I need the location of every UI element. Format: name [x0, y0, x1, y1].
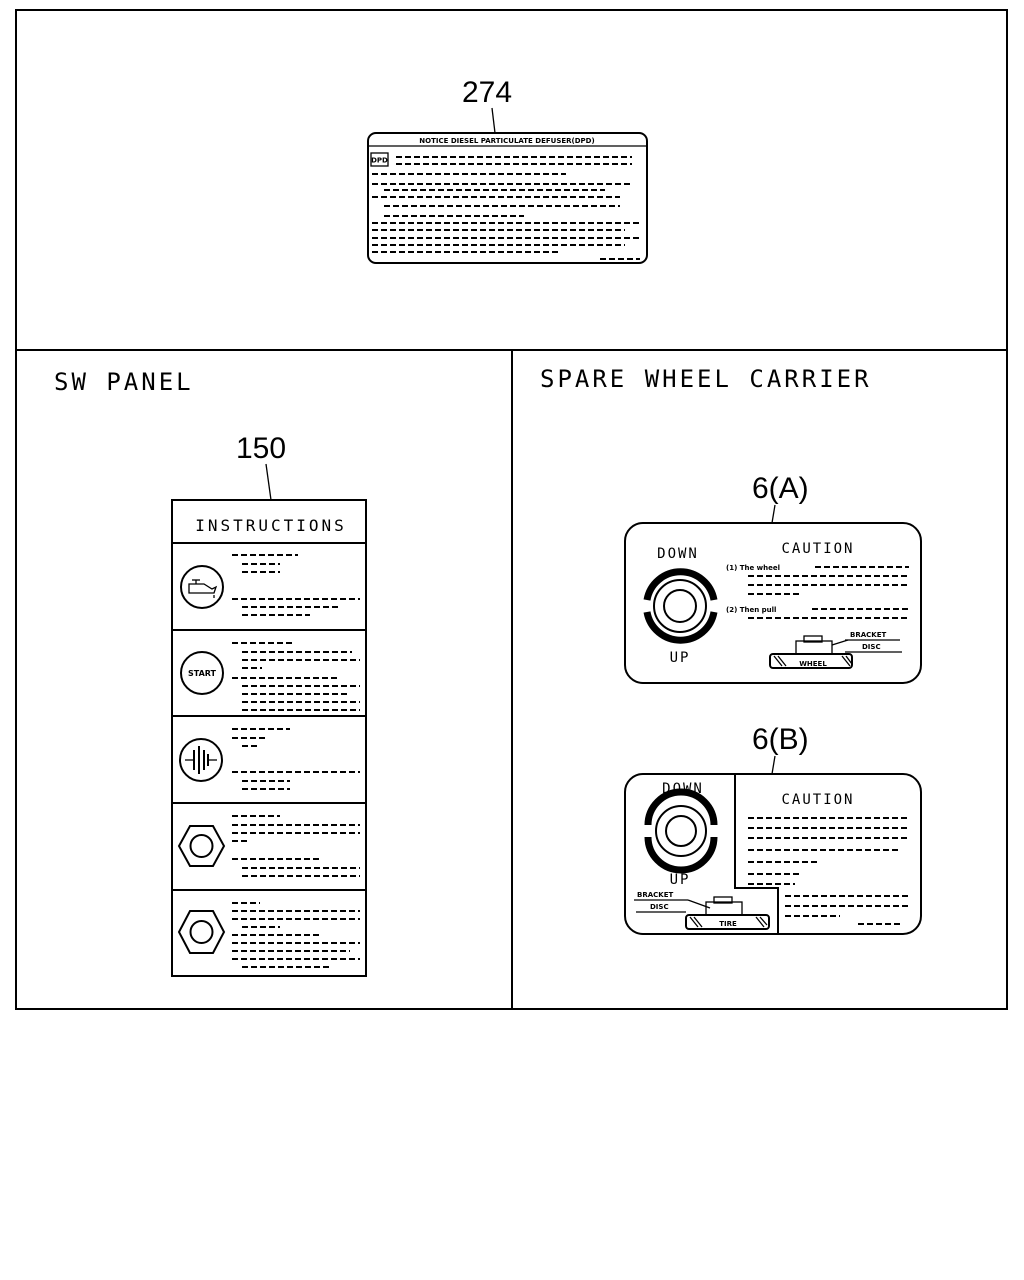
- instructions-title: INSTRUCTIONS: [195, 516, 347, 535]
- glow-text-lines: [232, 728, 360, 790]
- label-b-tire: TIRE: [719, 920, 737, 928]
- hex1-text-lines: [232, 815, 360, 877]
- dpd-icon: [370, 152, 389, 167]
- label-b-text-lines: [748, 817, 909, 925]
- start-icon-text: START: [188, 669, 217, 678]
- sw-panel-heading: SW PANEL: [54, 368, 194, 396]
- label-a-wheel: WHEEL: [799, 660, 827, 668]
- label-b-up: UP: [670, 872, 691, 888]
- glow-plug-icon: [179, 738, 223, 782]
- winch-rotation-icon-a: [643, 568, 718, 644]
- top-panel: 274 NOTICE DIESEL PARTICULATE DEFUSER(DP…: [367, 76, 648, 264]
- caution-label-b: [624, 773, 922, 935]
- sw-panel: SW PANEL 150 INSTRUCTIONS STAR: [54, 368, 367, 977]
- callout-6a: 6(A): [752, 472, 809, 505]
- label-b-divider: [734, 774, 779, 934]
- start-text-lines: [232, 642, 360, 711]
- leader-150: [265, 463, 272, 501]
- hex2-text-lines: [232, 902, 360, 968]
- label-a-up: UP: [670, 650, 691, 666]
- label-a-line1: (1) The wheel: [726, 564, 780, 572]
- label-a-caution: CAUTION: [781, 541, 854, 557]
- caution-label-a: [624, 522, 922, 684]
- bracket-tire-illustration-b: TIRE BRACKET DISC: [634, 891, 770, 930]
- spare-wheel-heading: SPARE WHEEL CARRIER: [540, 365, 872, 393]
- dpd-text-lines: [372, 156, 640, 260]
- winch-rotation-icon-b: [644, 788, 718, 874]
- callout-274: 274: [462, 76, 512, 109]
- hex-nut-icon: [177, 825, 226, 867]
- leader-6b: [771, 755, 776, 775]
- spare-wheel-panel: SPARE WHEEL CARRIER 6(A) DOWN UP CAUTION…: [540, 365, 922, 935]
- label-a-bracket: BRACKET: [850, 631, 886, 639]
- dpd-notice-label: [367, 132, 648, 264]
- callout-6b: 6(B): [752, 723, 809, 756]
- start-icon: START: [180, 651, 224, 695]
- callout-150: 150: [236, 432, 286, 465]
- oil-icon: [180, 565, 224, 609]
- label-a-text-lines: [748, 566, 909, 619]
- hex-nut-icon-2: [177, 910, 226, 954]
- oil-text-lines: [232, 554, 360, 616]
- dpd-label-title: NOTICE DIESEL PARTICULATE DEFUSER(DPD): [419, 137, 594, 145]
- instructions-card: [171, 499, 367, 977]
- label-b-bracket: BRACKET: [637, 891, 673, 899]
- leader-274: [491, 107, 496, 134]
- label-b-disc: DISC: [650, 903, 669, 911]
- dpd-icon-text: DPD: [371, 157, 388, 165]
- bracket-wheel-illustration-a: WHEEL BRACKET DISC: [769, 631, 902, 669]
- leader-6a: [771, 504, 776, 524]
- label-a-disc: DISC: [862, 643, 881, 651]
- label-b-caution: CAUTION: [781, 792, 854, 808]
- label-a-down: DOWN: [657, 546, 699, 562]
- label-a-line2: (2) Then pull: [726, 606, 776, 614]
